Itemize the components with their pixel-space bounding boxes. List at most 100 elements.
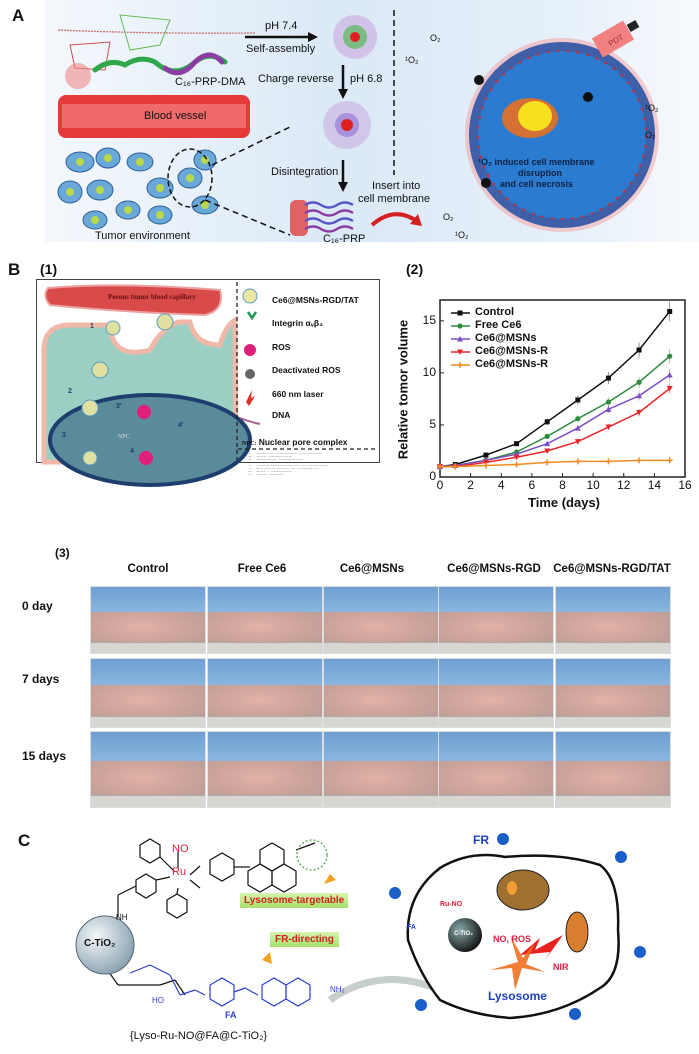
ruler xyxy=(439,642,553,653)
chart-x-label: Time (days) xyxy=(528,495,601,510)
glove xyxy=(91,587,205,613)
no-label: NO xyxy=(172,843,189,855)
mouse-tumor-photo xyxy=(90,658,206,728)
legend-marker xyxy=(457,349,463,355)
nh2-label: NH₂ xyxy=(330,985,345,994)
mouse-tumor-photo xyxy=(90,731,206,808)
panel-b-label: B xyxy=(8,260,21,279)
ruler xyxy=(208,715,322,727)
data-point xyxy=(667,353,673,359)
data-point xyxy=(605,424,612,431)
data-point xyxy=(666,386,673,392)
capillary-label: Porous tumor blood capillary xyxy=(108,293,196,301)
blood-vessel-lumen xyxy=(62,104,246,128)
lysosome-label: Lysosome xyxy=(488,989,547,1003)
c16-prp-label: C₁₆-PRP xyxy=(323,233,366,245)
step-1: 1. Tumor vascular targeting xyxy=(248,453,323,454)
mouse-skin xyxy=(208,754,322,796)
glove xyxy=(439,587,553,613)
x-tick-label: 0 xyxy=(436,478,444,492)
mouse-skin xyxy=(91,606,205,644)
data-point xyxy=(514,441,520,447)
o2-label-right: O₂ xyxy=(645,130,656,140)
charge-reverse-label: Charge reverse xyxy=(258,73,334,85)
ru-no-cell-label: Ru-NO xyxy=(440,901,463,908)
nucleolus xyxy=(507,881,517,895)
singlet-o2-label-top: ¹O₂ xyxy=(405,55,419,65)
folic-acid-structure xyxy=(129,964,311,1007)
data-point xyxy=(667,308,673,314)
data-point xyxy=(605,458,612,465)
data-point xyxy=(544,433,550,439)
nh-label: NH xyxy=(116,913,128,922)
legend-deactivated-ros: Deactivated ROS xyxy=(272,365,341,376)
arrow-number-3-prime: 3' xyxy=(116,403,122,410)
fluorophore-glow xyxy=(65,63,91,89)
ph-6-8-label: pH 6.8 xyxy=(350,73,383,85)
data-point xyxy=(574,439,581,445)
tumor-environment-label: Tumor environment xyxy=(95,230,190,242)
glove xyxy=(324,659,438,685)
y-tick-label: 10 xyxy=(422,364,436,379)
legend-marker xyxy=(457,323,463,329)
mouse-tumor-photo xyxy=(438,731,554,808)
mouse-skin xyxy=(91,679,205,717)
cell-text-1: ¹O₂ induced cell membrane xyxy=(478,157,595,167)
glove xyxy=(439,659,553,685)
arrow-lysosome xyxy=(324,874,336,884)
mouse-tumor-photo xyxy=(323,658,439,728)
data-point xyxy=(482,462,489,469)
sub-1-label: (1) xyxy=(40,261,58,277)
legend-label: Control xyxy=(475,306,515,318)
glove xyxy=(556,732,670,761)
x-tick-label: 6 xyxy=(528,478,536,492)
nir-label: NIR xyxy=(553,962,569,972)
step-4-prime: 4' Deactivation in diffusion xyxy=(248,468,320,470)
step-3: 3. Nuclear targeting xyxy=(248,459,303,460)
ruler xyxy=(91,715,205,727)
integrin-legend-icon xyxy=(246,311,258,321)
zoom-line-bottom xyxy=(204,199,291,236)
ruler xyxy=(439,794,553,807)
data-point xyxy=(437,463,443,470)
ruler xyxy=(91,642,205,653)
fr-directing-box: FR-directing xyxy=(270,932,339,947)
sub-3-label: (3) xyxy=(55,546,70,560)
row-label: 15 days xyxy=(22,748,67,763)
glove xyxy=(91,732,205,761)
dna-legend-icon xyxy=(239,417,261,425)
arrow-number-4-prime: 4' xyxy=(178,422,184,429)
data-point xyxy=(544,448,551,454)
ruler xyxy=(208,642,322,653)
steps-list-visible: 1. Tumor vascular targeting 2. Cell targ… xyxy=(248,451,334,476)
ruler xyxy=(324,794,438,807)
nucleus xyxy=(48,393,252,487)
c16-prp-membrane-insert xyxy=(290,200,354,236)
self-assembly-label: Self-assembly xyxy=(246,43,316,55)
glove xyxy=(324,587,438,613)
red-side-chain xyxy=(69,41,111,71)
legend-npc: NPC: Nuclear pore complex xyxy=(242,437,348,447)
data-point xyxy=(666,457,673,464)
mouse-tumor-photo xyxy=(207,731,323,808)
data-point xyxy=(574,458,581,465)
necrotic-cell xyxy=(465,38,659,232)
mouse-tumor-photo xyxy=(207,586,323,654)
cell-text-2: disruption xyxy=(518,168,562,178)
skull-icon xyxy=(474,75,593,188)
row-label: 7 days xyxy=(22,672,60,686)
data-point xyxy=(636,379,642,385)
mouse-skin xyxy=(556,679,670,717)
mouse-tumor-photo xyxy=(555,658,671,728)
ctio2-sphere xyxy=(75,915,135,975)
ruler xyxy=(324,642,438,653)
morpholine-highlight xyxy=(296,839,328,871)
ruler xyxy=(556,794,670,807)
ho-label: HO xyxy=(152,996,164,1005)
nanoparticle-legend-icon xyxy=(242,288,258,304)
micelle-charge-reversed xyxy=(323,101,371,149)
